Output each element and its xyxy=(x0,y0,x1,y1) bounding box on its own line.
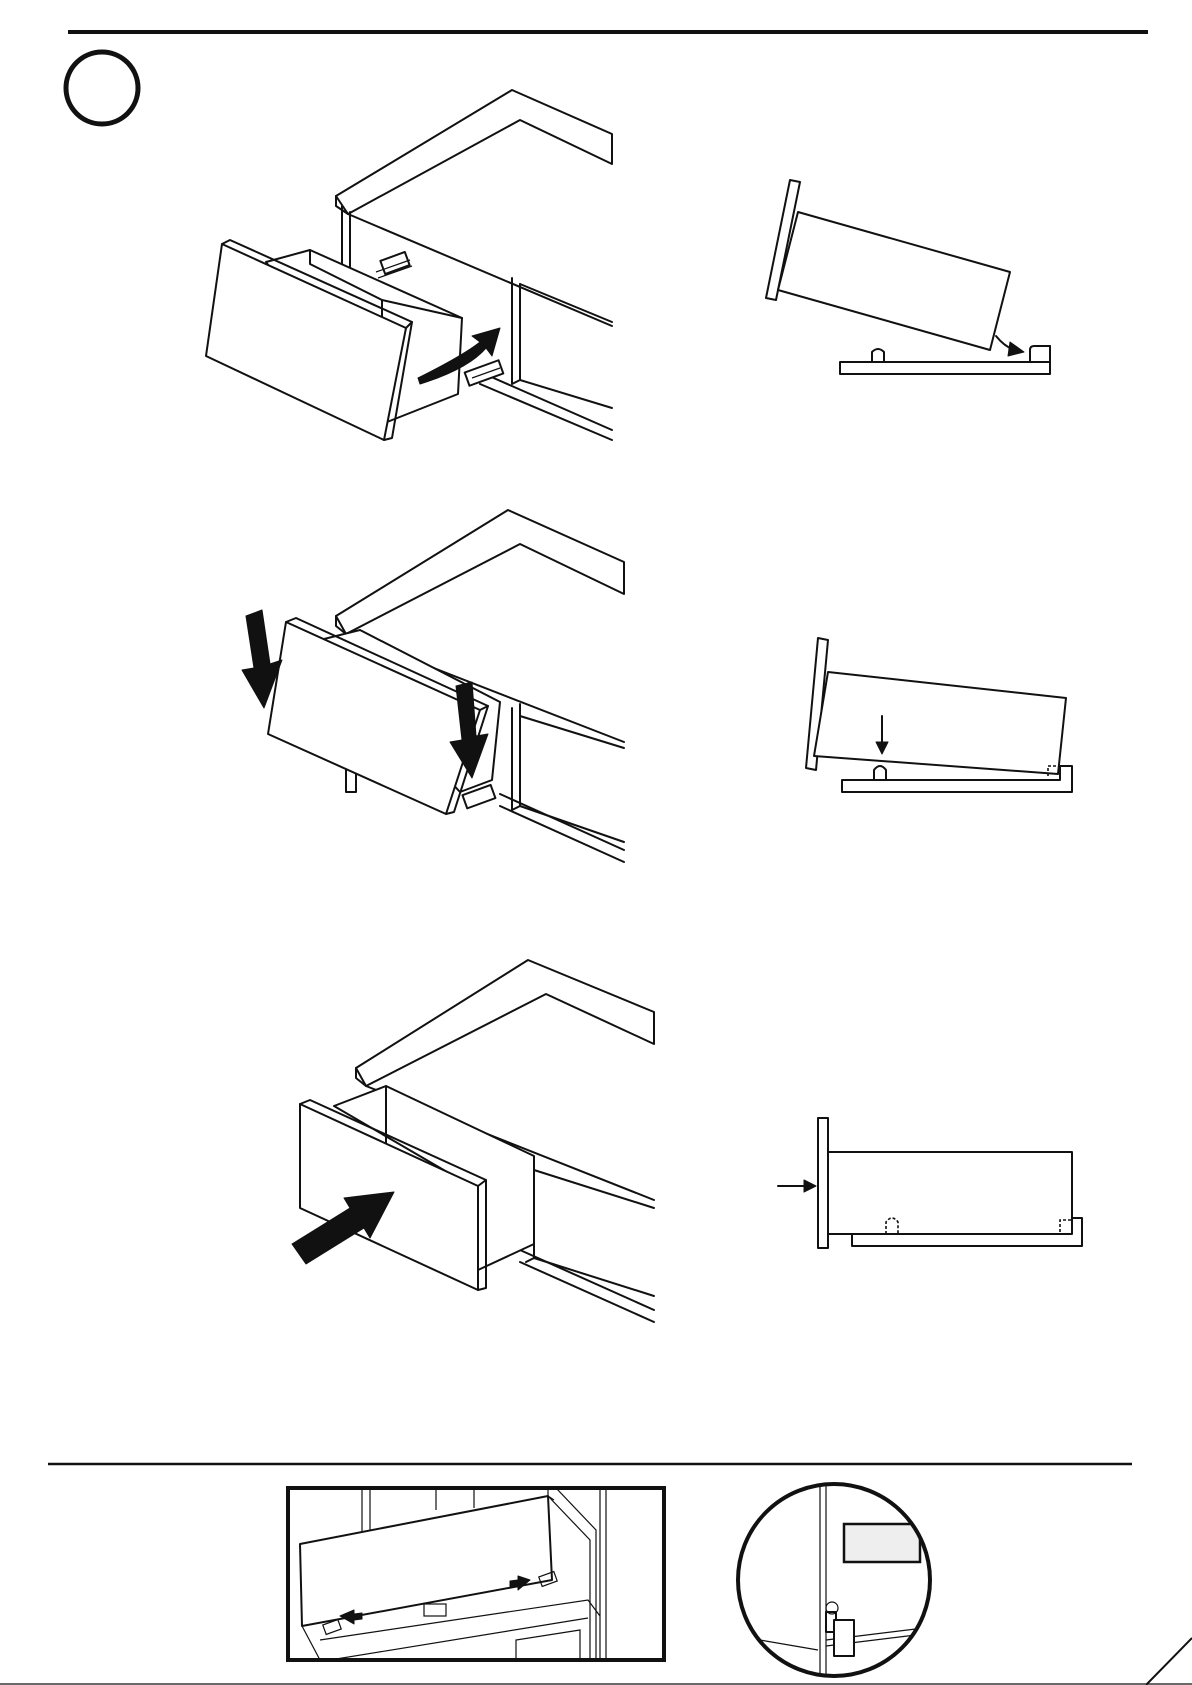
cabinet-top xyxy=(336,510,624,634)
drawer-profile xyxy=(814,672,1066,774)
latch-closeup xyxy=(738,1480,940,1676)
cabinet-top xyxy=(356,960,654,1086)
corner-fold xyxy=(1146,1638,1192,1685)
step-2-side-view xyxy=(806,638,1072,792)
step-1-side-view xyxy=(766,180,1050,374)
step-2-illustration xyxy=(242,510,624,862)
step-1-illustration xyxy=(206,90,612,440)
drawer-profile xyxy=(828,1152,1072,1234)
label-plate xyxy=(844,1524,920,1562)
step-number-badge xyxy=(66,52,138,124)
drawer-profile xyxy=(778,212,1010,350)
step-3-side-view xyxy=(778,1118,1082,1248)
drawer-underside-view xyxy=(288,1488,664,1660)
cabinet-top xyxy=(336,90,612,214)
step-3-illustration xyxy=(292,960,654,1322)
